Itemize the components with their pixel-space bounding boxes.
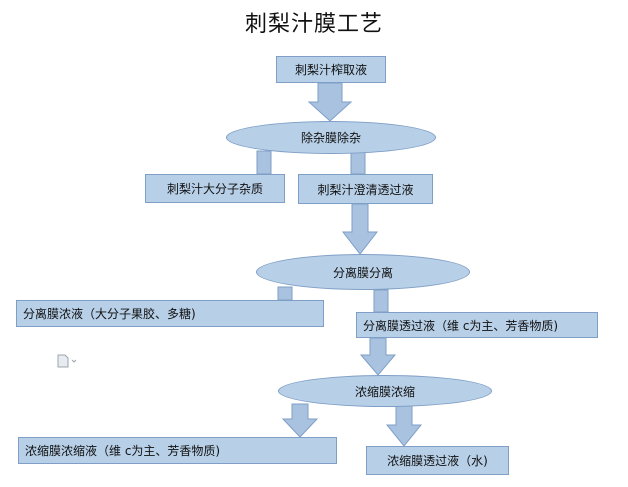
arrow-juice-to-impurity [307, 82, 353, 122]
node-juice: 刺梨汁榨取液 [276, 56, 386, 83]
arrow-concentration-left [281, 403, 319, 438]
arrow-permeate-to-separation [341, 203, 379, 255]
document-icon [57, 354, 79, 368]
node-concentrate-liquid: 浓缩膜浓缩液（维 c为主、芳香物质) [18, 437, 337, 464]
connector-impurity-left [256, 150, 272, 175]
node-separation-permeate: 分离膜透过液（维 c为主、芳香物质) [356, 312, 598, 338]
node-macromolecule-impurities: 刺梨汁大分子杂质 [145, 174, 285, 203]
node-separation-membrane: 分离膜分离 [256, 254, 470, 290]
node-separation-concentrate: 分离膜浓液（大分子果胶、多糖) [16, 300, 324, 327]
connector-separation-right [373, 289, 389, 313]
arrow-concentration-right [385, 405, 423, 447]
connector-separation-left [277, 286, 293, 301]
node-concentration-permeate: 浓缩膜透过液（水) [366, 446, 509, 475]
node-concentration-membrane: 浓缩膜浓缩 [278, 375, 492, 407]
arrow-separation-to-concentration [359, 337, 397, 376]
node-impurity-membrane: 除杂膜除杂 [226, 121, 436, 154]
node-clear-permeate: 刺梨汁澄清透过液 [298, 174, 433, 204]
connector-impurity-right [350, 151, 366, 175]
page-title: 刺梨汁膜工艺 [244, 12, 383, 37]
